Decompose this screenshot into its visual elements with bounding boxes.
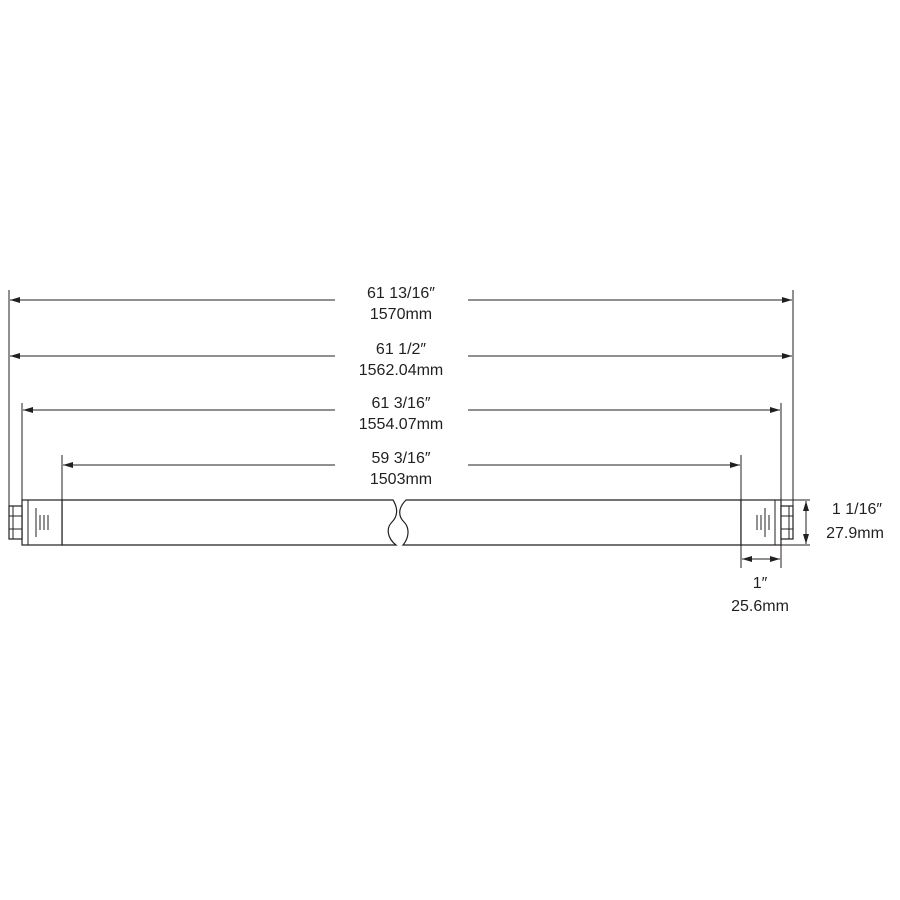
left-end-cap — [8, 499, 63, 546]
led-tube — [8, 499, 794, 546]
dimension-diameter: 1 1/16″ 27.9mm — [803, 501, 884, 544]
right-pin-block — [780, 505, 794, 540]
tube-body-imperial: 59 3/16″ — [371, 450, 430, 467]
cap-to-cap-metric: 1554.07mm — [359, 416, 444, 433]
cap-to-cap-imperial: 61 3/16″ — [371, 395, 430, 412]
tube-left-section — [61, 499, 398, 546]
dimension-cap-to-cap: 61 3/16″ 1554.07mm — [23, 395, 780, 433]
dimension-tube-body: 59 3/16″ 1503mm — [63, 450, 740, 488]
extension-lines — [8, 290, 810, 568]
dimension-pin-to-pin: 61 1/2″ 1562.04mm — [10, 341, 792, 379]
diameter-metric: 27.9mm — [826, 525, 884, 542]
overall-length-metric: 1570mm — [370, 306, 432, 323]
left-pin-block — [8, 505, 23, 540]
tube-right-section — [399, 499, 742, 546]
overall-length-imperial: 61 13/16″ — [367, 285, 435, 302]
diameter-imperial: 1 1/16″ — [832, 501, 882, 518]
tube-body-metric: 1503mm — [370, 471, 432, 488]
pin-to-pin-metric: 1562.04mm — [359, 362, 444, 379]
dimension-overall-length: 61 13/16″ 1570mm — [10, 285, 792, 323]
right-end-cap — [740, 499, 794, 546]
end-cap-length-imperial: 1″ — [753, 575, 768, 592]
dimension-end-cap-length: 1″ 25.6mm — [731, 556, 789, 615]
pin-to-pin-imperial: 61 1/2″ — [376, 341, 426, 358]
end-cap-length-metric: 25.6mm — [731, 598, 789, 615]
